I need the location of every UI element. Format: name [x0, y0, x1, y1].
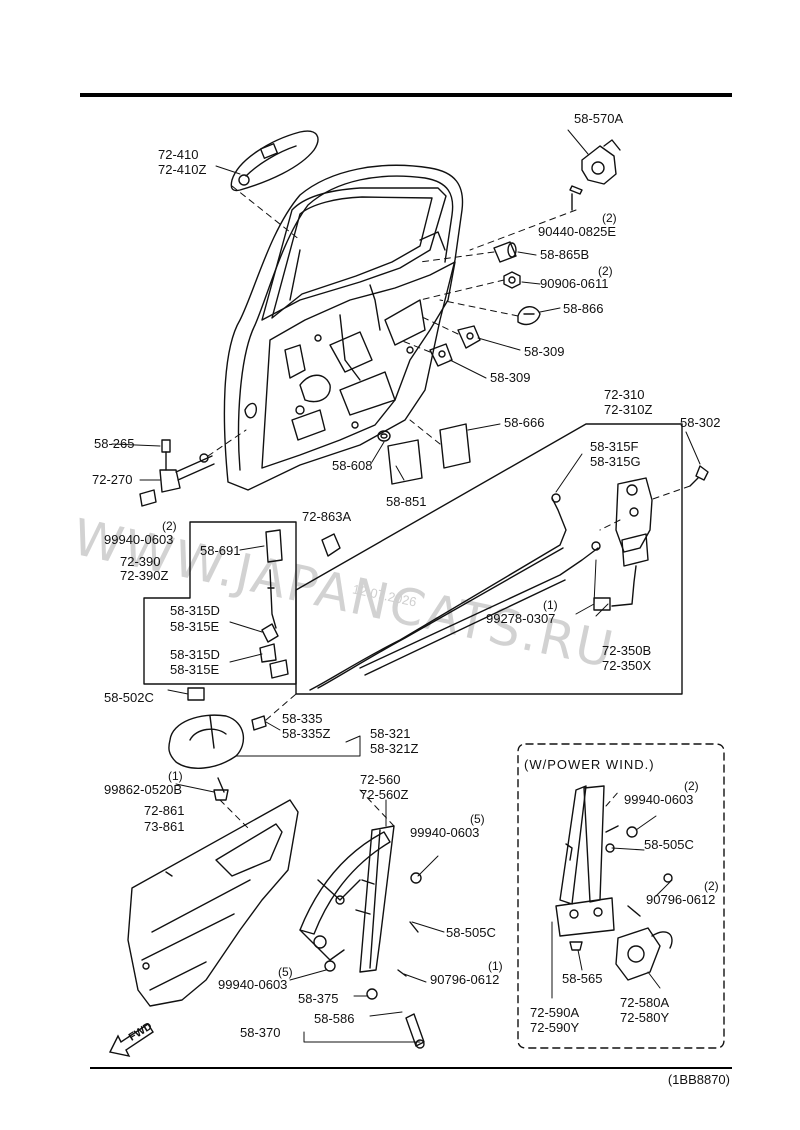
power-motor — [615, 927, 673, 981]
fwd-arrow-icon — [108, 1023, 154, 1057]
part-label: 73-861 — [144, 819, 185, 834]
part-label: 58-309 — [490, 370, 531, 385]
part-label: 99940-0603 — [624, 792, 694, 807]
part-label: 58-335 — [282, 711, 323, 726]
part-label: 58-315D — [170, 603, 220, 618]
door-checker — [139, 439, 215, 507]
part-label: 58-565 — [562, 971, 603, 986]
part-label: 58-315D — [170, 647, 220, 662]
part-label: 58-265 — [94, 436, 135, 451]
part-label: 72-350X — [602, 658, 652, 673]
part-label: 99940-0603 — [410, 825, 480, 840]
door-trim — [127, 799, 299, 1007]
qty-label: (2) — [602, 211, 617, 225]
part-label: 72-580A — [620, 995, 670, 1010]
part-label: 72-310 — [604, 387, 645, 402]
part-label: 90796-0612 — [430, 972, 500, 987]
part-label: 72-270 — [92, 472, 133, 487]
part-label: 58-851 — [386, 494, 427, 509]
inner-handle-box — [143, 521, 297, 685]
qty-label: (2) — [162, 519, 177, 533]
nut-90906 — [503, 271, 521, 289]
qty-label: (2) — [598, 264, 613, 278]
pad-58-851 — [387, 439, 423, 485]
part-label: 72-861 — [144, 803, 185, 818]
power-window-box — [517, 743, 725, 1049]
part-label: 99278-0307 — [486, 611, 556, 626]
part-label: 72-410 — [158, 147, 199, 162]
bushing-58-865B — [493, 241, 517, 263]
part-label: 58-315E — [170, 619, 220, 634]
power-regulator — [555, 785, 673, 951]
clip-58-866 — [517, 306, 541, 326]
top-rule — [80, 93, 732, 97]
part-label: 58-570A — [574, 111, 624, 126]
part-label: 58-502C — [104, 690, 154, 705]
part-label: 58-315G — [590, 454, 641, 469]
part-label: 58-691 — [200, 543, 241, 558]
part-label: 58-315E — [170, 662, 220, 677]
qty-label: (2) — [704, 879, 719, 893]
part-label: 99862-0520B — [104, 782, 183, 797]
part-label: 90440-0825E — [538, 224, 617, 239]
rods — [309, 493, 599, 691]
pad-58-666 — [439, 423, 471, 469]
qty-label: (1) — [543, 598, 558, 612]
link-58-370 — [405, 1013, 425, 1049]
power-window-title: (W/POWER WIND.) — [524, 757, 655, 772]
clips-58-309 — [429, 325, 481, 367]
part-label: 72-350B — [602, 643, 652, 658]
part-label: 58-302 — [680, 415, 721, 430]
inside-handle — [168, 687, 267, 801]
part-label: 72-560Z — [360, 787, 409, 802]
part-label: 58-309 — [524, 344, 565, 359]
part-label: 72-390Z — [120, 568, 169, 583]
door-frame — [223, 164, 464, 491]
part-label: 58-375 — [298, 991, 339, 1006]
outer-handle — [230, 130, 319, 192]
part-label: 90796-0612 — [646, 892, 716, 907]
qty-label: (1) — [168, 769, 183, 783]
part-label: 72-863A — [302, 509, 352, 524]
qty-label: (1) — [488, 959, 503, 973]
part-label: 72-590Y — [530, 1020, 580, 1035]
pad-72-863A — [321, 533, 341, 557]
part-label: 58-608 — [332, 458, 373, 473]
part-label: 58-370 — [240, 1025, 281, 1040]
bottom-rule — [90, 1067, 732, 1069]
door-lock — [591, 477, 653, 611]
grommet-58-608 — [377, 430, 391, 442]
leader-lines — [111, 129, 701, 1043]
part-label: 58-335Z — [282, 726, 331, 741]
part-label: 58-321Z — [370, 741, 419, 756]
part-label: 72-590A — [530, 1005, 580, 1020]
part-label: 99940-0603 — [104, 532, 174, 547]
part-label: 58-666 — [504, 415, 545, 430]
screw-58-302 — [689, 465, 709, 487]
qty-label: (2) — [684, 779, 699, 793]
reference-code: (1BB8870) — [667, 1072, 730, 1087]
part-label: 58-321 — [370, 726, 411, 741]
part-label: 58-586 — [314, 1011, 355, 1026]
part-label: 58-866 — [563, 301, 604, 316]
part-label: 99940-0603 — [218, 977, 288, 992]
part-label: 72-560 — [360, 772, 401, 787]
part-label: 58-315F — [590, 439, 639, 454]
part-label: 58-865B — [540, 247, 590, 262]
lock-cylinder — [569, 139, 621, 211]
assembly-lines — [207, 185, 691, 831]
part-label: 90906-0611 — [540, 276, 609, 291]
part-label: 72-310Z — [604, 402, 653, 417]
part-label: 72-390 — [120, 554, 161, 569]
qty-label: (5) — [470, 812, 485, 826]
part-label: 72-580Y — [620, 1010, 670, 1025]
qty-label: (5) — [278, 965, 293, 979]
part-label: 58-505C — [446, 925, 496, 940]
part-label: 72-410Z — [158, 162, 207, 177]
part-label: 58-505C — [644, 837, 694, 852]
window-regulator — [299, 825, 422, 1000]
inner-handle-rod-parts — [259, 529, 289, 679]
